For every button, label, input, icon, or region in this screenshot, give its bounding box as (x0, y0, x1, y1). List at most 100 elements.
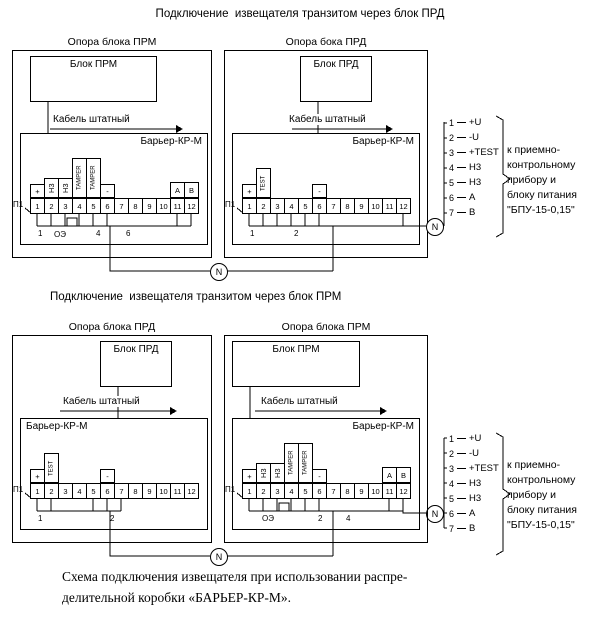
terminal-cell: 1 (30, 198, 45, 214)
wire-number: 6 (126, 229, 131, 238)
panel-c-block-box: Блок ПРД (100, 341, 172, 387)
panel-a-support-label: Опора блока ПРМ (67, 36, 157, 48)
terminal-cell: 12 (184, 483, 199, 499)
terminal-cell: 1 (30, 483, 45, 499)
terminal-cell: 6 (312, 198, 327, 214)
terminal-label-nz: Н3 (44, 178, 59, 198)
terminal-cell: 10 (156, 483, 171, 499)
junction-label: N (215, 552, 223, 562)
output-terminal-row: 1 +U (447, 115, 499, 130)
terminal-cell: 8 (340, 483, 355, 499)
output-terminal-number: 3 (448, 147, 454, 158)
wire-line (457, 212, 466, 213)
terminal-label-test: TEST (256, 168, 271, 198)
terminal-cell: 9 (354, 198, 369, 214)
cable-junction-n1: N (210, 263, 228, 281)
wire-number: 2 (294, 229, 299, 238)
wire-number: 4 (96, 229, 101, 238)
wire-line (457, 167, 466, 168)
terminal-label-plus: + (30, 469, 45, 483)
arrowheads (170, 125, 393, 415)
figure-caption: Схема подключения извещателя при использ… (62, 566, 407, 608)
wire-line (457, 453, 466, 454)
terminal-label-minus: - (312, 184, 327, 198)
terminal-label-tamper: TAMPER (86, 158, 101, 198)
wire-line (457, 122, 466, 123)
cable-junction-n4: N (426, 505, 444, 523)
wire-number: 1 (38, 514, 43, 523)
terminal-cell: 2 (44, 483, 59, 499)
terminal-cell: 9 (142, 483, 157, 499)
output-terminal-label: Н3 (469, 162, 482, 173)
output-terminal-row: 7 В (447, 521, 499, 536)
terminal-label-a: А (170, 182, 185, 198)
wire-line (457, 438, 466, 439)
section2-title: Подключение извещателя транзитом через б… (50, 291, 342, 303)
panel-b-block-box: Блок ПРД (300, 56, 372, 102)
terminal-cell: 8 (128, 483, 143, 499)
terminal-cell: 10 (368, 198, 383, 214)
junction-label: N (215, 267, 223, 277)
output-terminal-number: 2 (448, 132, 454, 143)
terminal-label-plus: + (30, 184, 45, 198)
wire-number: 4 (346, 514, 351, 523)
output-terminal-label: А (469, 508, 476, 519)
wire-line (457, 152, 466, 153)
output-terminal-row: 4 Н3 (447, 476, 499, 491)
terminal-cell: 3 (58, 483, 73, 499)
terminal-cell: 4 (284, 198, 299, 214)
destination-line: блоку питания (507, 504, 577, 516)
terminal-label-nz: Н3 (256, 463, 271, 483)
panel-c-barrier-outline (20, 418, 208, 530)
terminal-label-b: В (396, 467, 411, 483)
terminal-label-plus: + (242, 184, 257, 198)
panel-d-oe-label: ОЭ (262, 514, 274, 523)
terminal-cell: 3 (270, 483, 285, 499)
output-terminal-number: 1 (448, 433, 454, 444)
oe-components (66, 217, 290, 512)
output-terminal-number: 2 (448, 448, 454, 459)
terminal-cell: 11 (170, 198, 185, 214)
terminal-cell: 12 (396, 483, 411, 499)
terminal-cell: 7 (114, 198, 129, 214)
output-terminal-row: 2 -U (447, 130, 499, 145)
terminal-cell: 10 (156, 198, 171, 214)
terminal-label-minus: - (100, 184, 115, 198)
terminal-label-minus: - (100, 469, 115, 483)
section1-title: Подключение извещателя транзитом через б… (155, 8, 445, 20)
output-terminal-label: -U (469, 448, 480, 459)
output-terminal-label: +U (469, 433, 482, 444)
oe-component-bottom (278, 502, 290, 512)
output-terminal-row: 7 В (447, 205, 499, 220)
junction-label: N (431, 509, 439, 519)
terminal-cell: 7 (326, 483, 341, 499)
panel-b-p1-label: П1 (225, 200, 236, 209)
terminal-cell: 2 (44, 198, 59, 214)
terminal-cell: 6 (312, 483, 327, 499)
terminal-cell: 5 (298, 198, 313, 214)
output-terminal-number: 5 (448, 493, 454, 504)
panel-c-p1-label: П1 (13, 485, 24, 494)
panel-c-outline (12, 335, 212, 543)
terminal-label-tamper: TAMPER (284, 443, 299, 483)
panel-d-barrier-label: Барьер-КР-М (352, 421, 414, 432)
terminal-cell: 1 (242, 483, 257, 499)
output-terminal-row: 5 Н3 (447, 491, 499, 506)
oe-component-top (66, 217, 78, 227)
terminal-cell: 6 (100, 198, 115, 214)
output-terminal-label: +TEST (469, 463, 499, 474)
panel-d-outline (224, 335, 428, 543)
output-terminal-label: -U (469, 132, 480, 143)
wire-number: 2 (318, 514, 323, 523)
wire-line (457, 468, 466, 469)
panel-a-barrier-outline (20, 133, 208, 245)
panel-d-p1-label: П1 (225, 485, 236, 494)
terminal-cell: 5 (298, 483, 313, 499)
panel-a-outline (12, 50, 212, 258)
panel-b-outline (224, 50, 428, 258)
junction-label: N (431, 222, 439, 232)
panel-a-barrier-label: Барьер-КР-М (140, 136, 202, 147)
